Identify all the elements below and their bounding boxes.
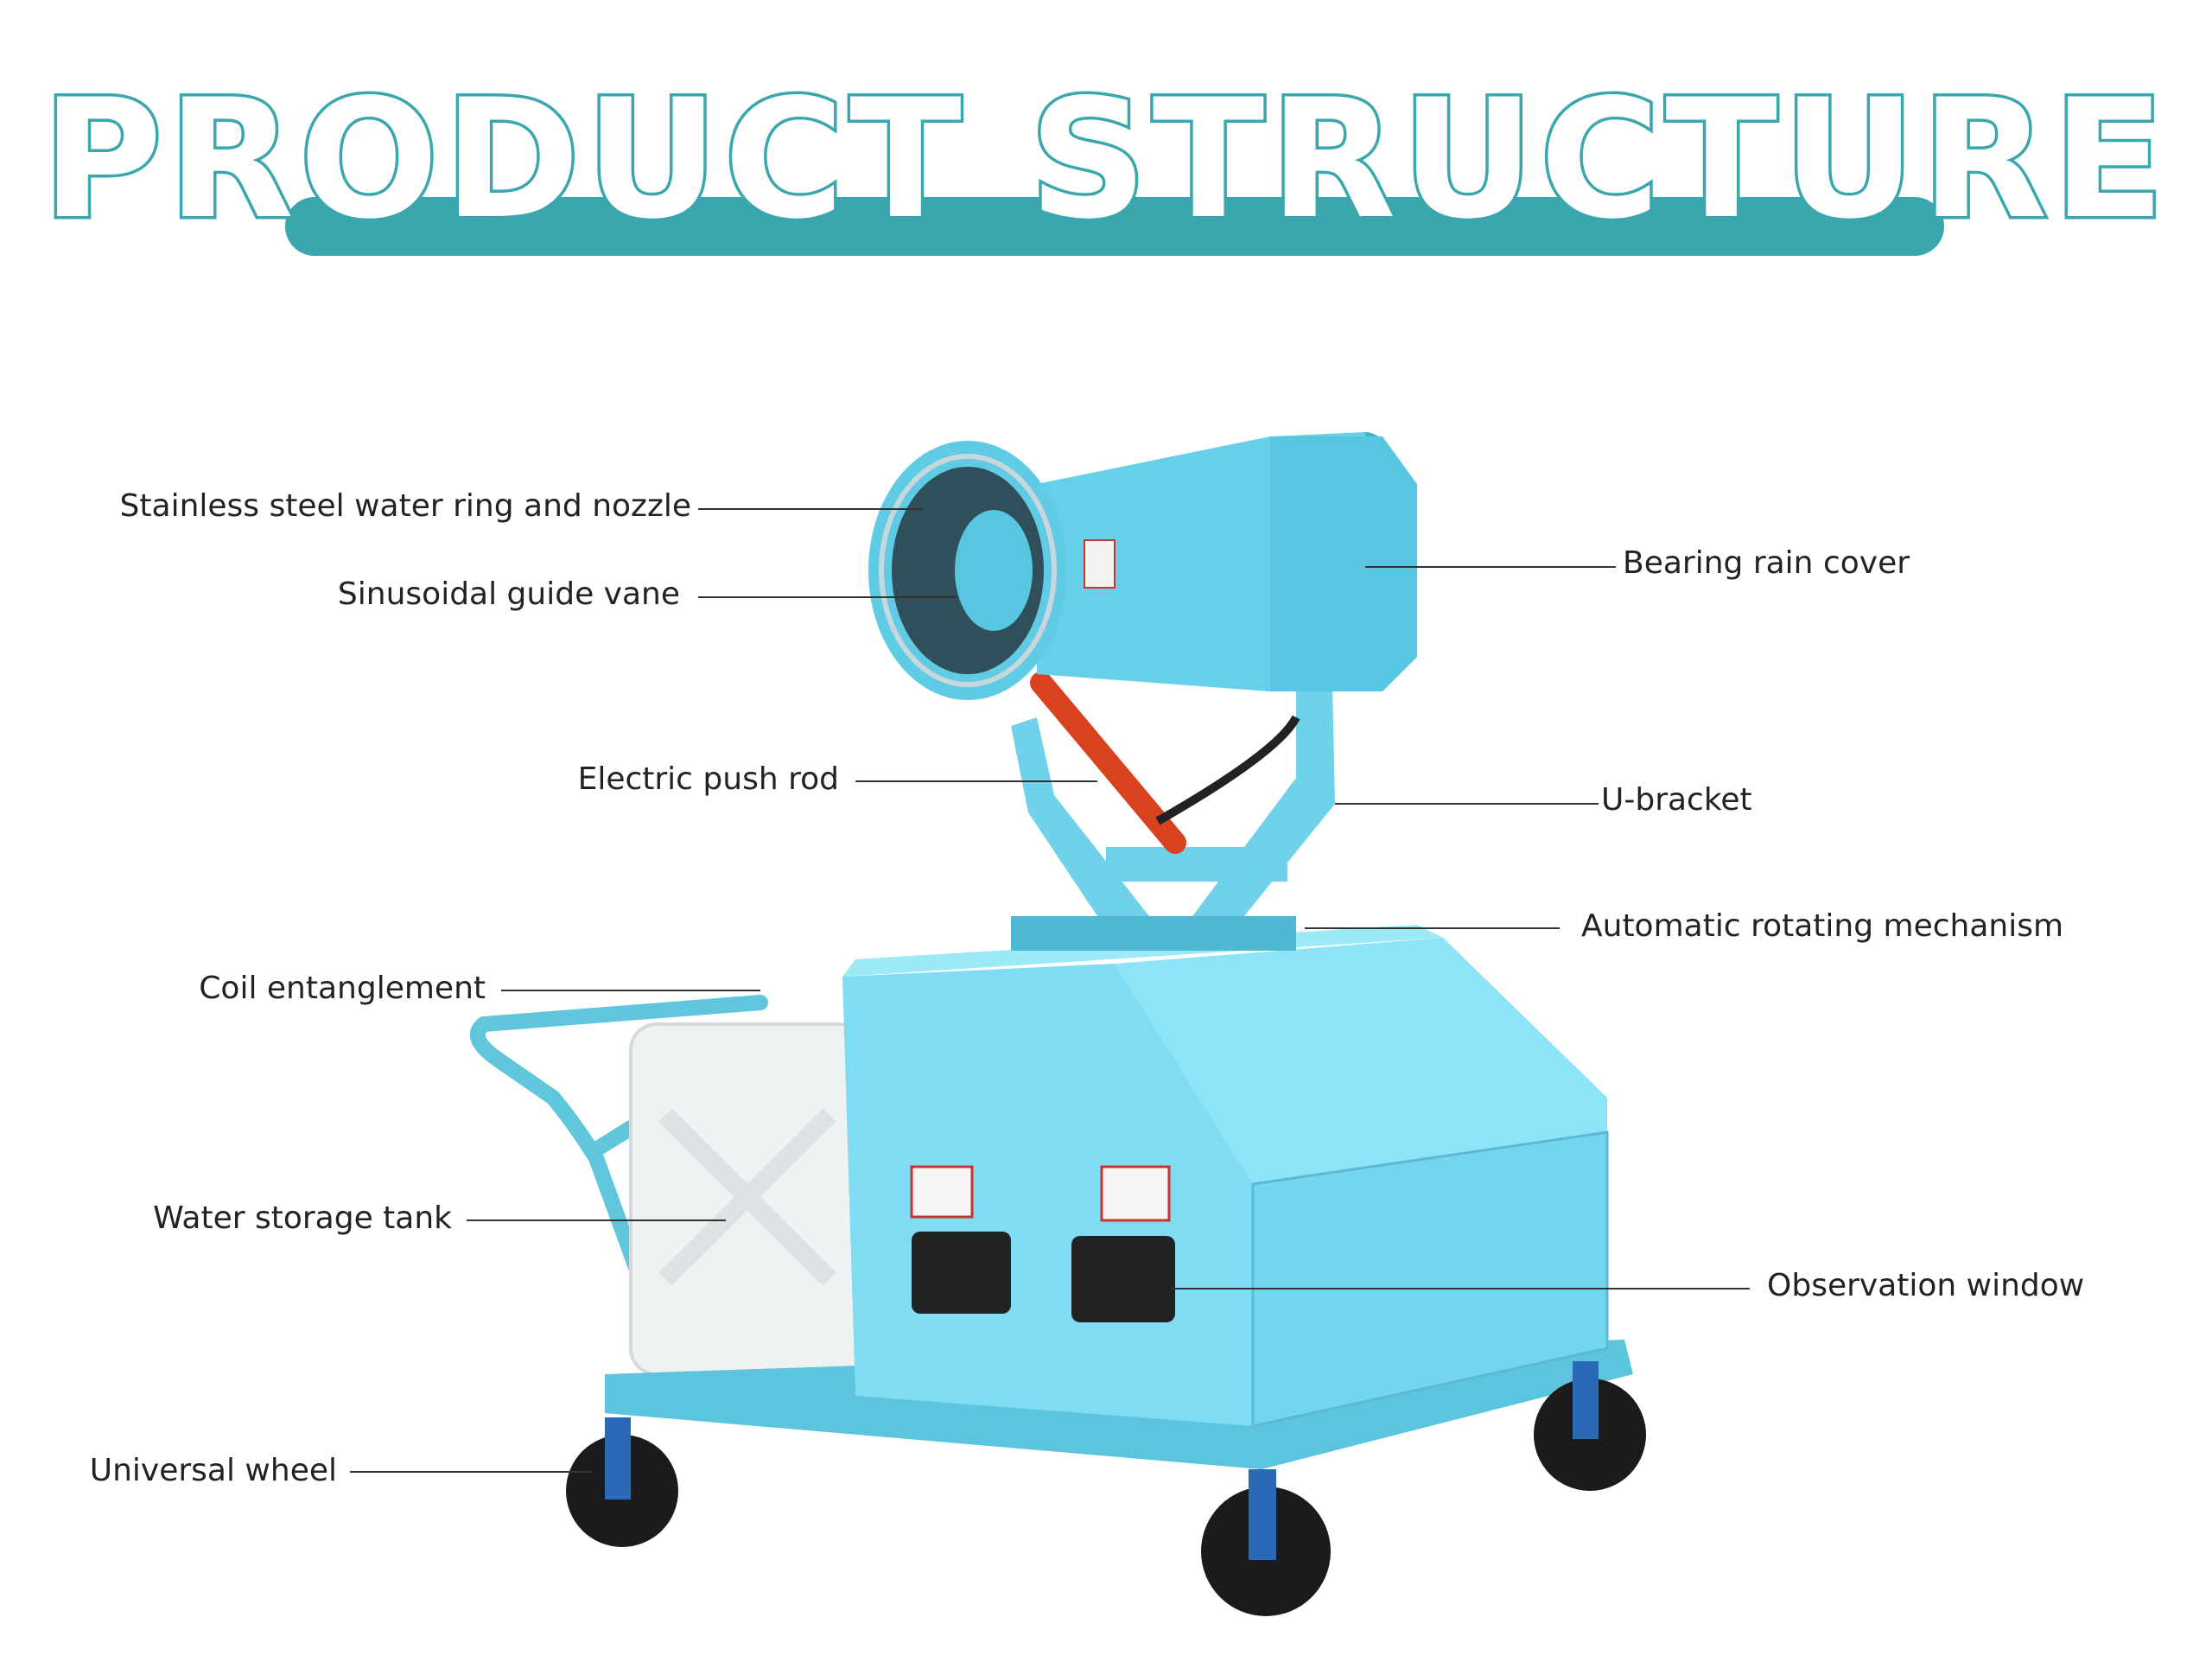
cannon [868,432,1417,700]
observation-window-right [1071,1236,1175,1322]
label-tank: Water storage tank [153,1200,452,1236]
leader-nozzle [698,508,923,510]
leader-guide-vane [698,596,957,598]
leader-coil [501,990,760,991]
rotating-mechanism [1011,916,1296,951]
leader-window [1171,1288,1750,1289]
title-banner [285,197,1944,256]
electric-push-rod [1030,672,1300,854]
label-wheel: Universal wheel [89,1453,337,1488]
guide-vane [955,510,1033,631]
label-window: Observation window [1767,1268,2085,1303]
label-coil: Coil entanglement [199,971,486,1006]
leader-u-bracket [1335,803,1599,805]
label-push-rod: Electric push rod [577,761,839,797]
label-rain-cover: Bearing rain cover [1623,545,1910,581]
leader-wheel [350,1471,592,1473]
leader-rain-cover [1365,566,1616,568]
leader-tank [467,1219,726,1221]
label-guide-vane: Sinusoidal guide vane [337,576,680,612]
cart-handle [469,995,768,1356]
observation-window-left [912,1232,1011,1314]
label-nozzle: Stainless steel water ring and nozzle [119,488,691,524]
leader-rotating [1305,927,1560,929]
page-title: PRODUCT STRUCTURE [39,64,2171,255]
label-rotating: Automatic rotating mechanism [1581,908,2064,944]
label-u-bracket: U-bracket [1601,782,1752,818]
leader-push-rod [855,780,1097,782]
